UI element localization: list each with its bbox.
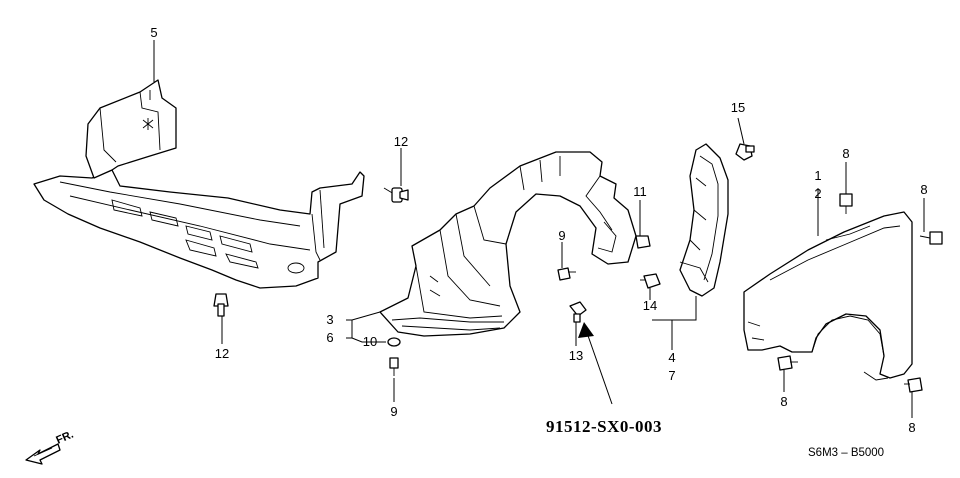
grommet-10[interactable]	[387, 337, 401, 347]
bolt-8-top[interactable]	[839, 193, 853, 214]
callout-6: 6	[326, 330, 333, 345]
callout-14: 14	[643, 298, 657, 313]
callout-9-upper: 9	[558, 228, 565, 243]
part-number-label: 91512-SX0-003	[546, 417, 662, 436]
callout-11: 11	[633, 184, 647, 199]
callout-2: 2	[814, 186, 821, 201]
clip-12-lower[interactable]	[213, 293, 229, 317]
callout-15: 15	[731, 100, 745, 115]
callout-8-right: 8	[920, 182, 927, 197]
callout-12-upper: 12	[394, 134, 408, 149]
screw-9-upper[interactable]	[557, 267, 576, 281]
part-number-arrow	[578, 322, 613, 405]
callout-3: 3	[326, 312, 333, 327]
diagram-code: S6M3 – B5000	[808, 447, 884, 459]
callout-8-lower-left: 8	[780, 394, 787, 409]
front-direction-label: FR.	[54, 429, 75, 447]
nut-11[interactable]	[635, 235, 651, 249]
callout-5: 5	[150, 25, 157, 40]
bolt-8-lower-left[interactable]	[777, 355, 798, 371]
bolt-8-lower-right[interactable]	[904, 377, 923, 393]
front-direction-arrow-icon	[25, 443, 61, 465]
callout-4: 4	[668, 350, 675, 365]
fender-bracket-part[interactable]	[679, 143, 729, 297]
clip-13[interactable]	[569, 301, 587, 323]
fender-liner-part[interactable]	[379, 151, 637, 337]
callout-10: 10	[363, 334, 377, 349]
bolt-8-right[interactable]	[919, 231, 943, 245]
callout-8-lower-right: 8	[908, 420, 915, 435]
front-fender-part[interactable]	[743, 211, 913, 381]
callout-13: 13	[569, 348, 583, 363]
callout-8-top: 8	[842, 146, 849, 161]
screw-9-lower[interactable]	[389, 357, 399, 376]
callout-7: 7	[668, 368, 675, 383]
leader-lines	[153, 40, 925, 418]
callout-12-lower: 12	[215, 346, 229, 361]
clip-14[interactable]	[640, 273, 661, 289]
splash-shield-part[interactable]	[33, 79, 365, 289]
screw-15[interactable]	[735, 143, 755, 161]
callout-1: 1	[814, 168, 821, 183]
bolt-12-upper[interactable]	[383, 187, 409, 203]
callout-9-lower: 9	[390, 404, 397, 419]
